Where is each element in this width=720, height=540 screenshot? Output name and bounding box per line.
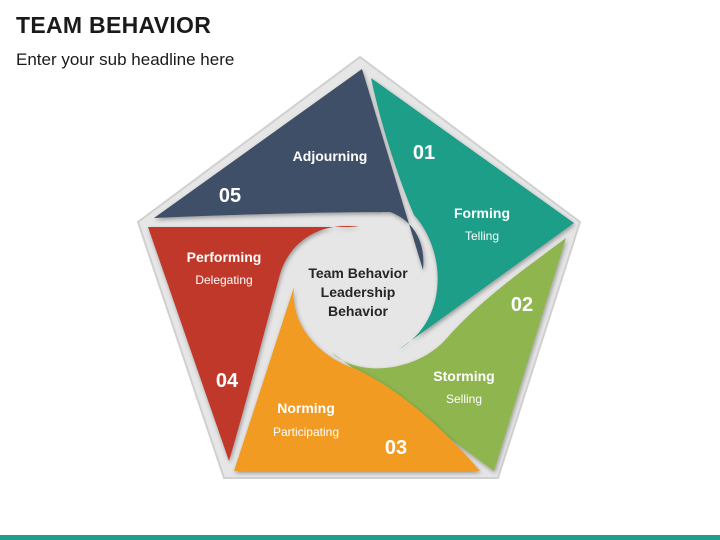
segment-performing (148, 226, 359, 461)
stage-01-subtitle: Telling (465, 229, 499, 243)
stage-01-title: Forming (454, 205, 510, 221)
stage-04-title: Performing (187, 249, 262, 265)
stage-02-number: 02 (511, 294, 533, 316)
stage-05-title: Adjourning (293, 148, 368, 164)
stage-03-subtitle: Participating (273, 425, 339, 439)
stage-04-number: 04 (216, 370, 239, 392)
stage-03-number: 03 (385, 437, 407, 459)
stage-05-number: 05 (219, 185, 241, 207)
segment-storming (331, 238, 566, 471)
segment-adjourning (154, 69, 424, 270)
center-line-3: Behavior (328, 303, 388, 319)
center-line-1: Team Behavior (308, 265, 408, 281)
segment-norming (234, 287, 480, 471)
stage-02-title: Storming (433, 368, 494, 384)
center-line-2: Leadership (321, 284, 396, 300)
segment-forming (371, 78, 574, 350)
stage-01-number: 01 (413, 142, 435, 164)
stage-03-title: Norming (277, 400, 335, 416)
page-subtitle: Enter your sub headline here (16, 50, 235, 69)
bottom-accent-bar (0, 535, 720, 540)
stage-04-subtitle: Delegating (195, 273, 252, 287)
center-label: Team Behavior Leadership Behavior (308, 265, 408, 319)
stage-02-subtitle: Selling (446, 392, 482, 406)
page-title: TEAM BEHAVIOR (16, 12, 212, 38)
